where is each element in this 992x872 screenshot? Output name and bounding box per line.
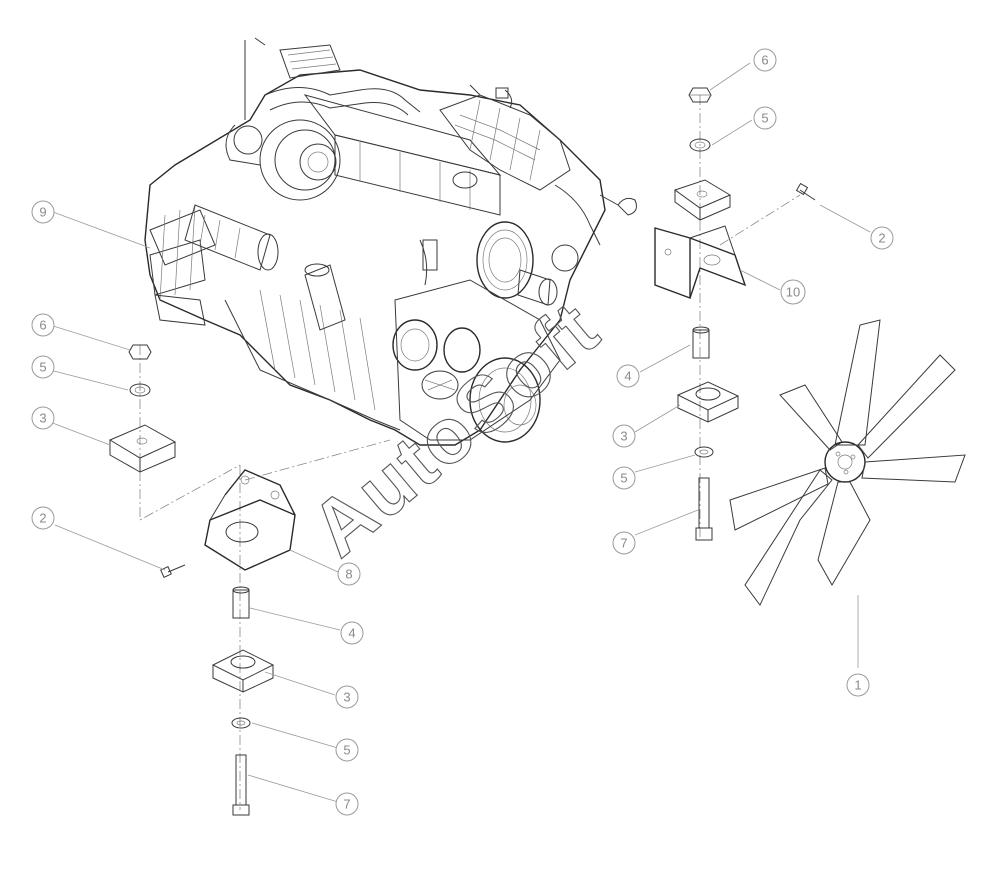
callout-2-right: 2 — [870, 226, 894, 250]
callout-5-left-lower: 5 — [335, 738, 359, 762]
svg-text:4: 4 — [348, 626, 355, 641]
washer-5-right-bottom — [694, 446, 714, 458]
fan-blade-2 — [857, 354, 956, 459]
svg-text:6: 6 — [39, 318, 46, 333]
rubber-pad-3-right-lower — [676, 381, 740, 411]
spacer-4-right — [692, 329, 710, 359]
callout-4-right: 4 — [616, 364, 640, 388]
bracket-10 — [654, 227, 691, 300]
washer-5-left-top — [129, 383, 151, 397]
right-mount-parts — [654, 87, 816, 541]
bolt-7-right — [698, 477, 710, 529]
svg-text:7: 7 — [343, 797, 350, 812]
svg-text:8: 8 — [345, 567, 352, 582]
bolt-7-left — [235, 754, 247, 806]
svg-text:1: 1 — [854, 678, 861, 693]
callout-3-left-lower: 3 — [335, 685, 359, 709]
callout-7-left: 7 — [335, 792, 359, 816]
svg-text:3: 3 — [343, 690, 350, 705]
bolt-2-left — [167, 564, 186, 573]
engine-assembly — [144, 37, 637, 446]
leader-lines — [49, 62, 871, 803]
left-mount-parts — [108, 344, 391, 816]
callout-8: 8 — [337, 562, 361, 586]
svg-text:5: 5 — [39, 360, 46, 375]
callout-10: 10 — [780, 279, 806, 305]
fan-blade-7 — [779, 384, 843, 451]
svg-text:3: 3 — [620, 429, 627, 444]
callout-5-left-upper: 5 — [31, 355, 55, 379]
svg-text:5: 5 — [620, 471, 627, 486]
callout-1: 1 — [846, 673, 870, 697]
fan-blade-5 — [744, 469, 833, 606]
callout-6-right: 6 — [753, 48, 777, 72]
svg-text:5: 5 — [343, 743, 350, 758]
washer-5-left-bottom — [231, 717, 251, 729]
fan-blade-6 — [729, 467, 829, 531]
callout-6-left: 6 — [31, 313, 55, 337]
fan-blade-4 — [817, 481, 871, 587]
fan-blade-1 — [834, 319, 881, 446]
callout-5-right-lower: 5 — [612, 466, 636, 490]
spacer-4-left — [232, 589, 250, 619]
callout-5-right-upper: 5 — [753, 106, 777, 130]
callout-9: 9 — [31, 200, 55, 224]
rubber-pad-3-right-upper — [673, 179, 732, 209]
svg-text:2: 2 — [39, 511, 46, 526]
cooling-fan — [729, 319, 966, 606]
callout-3-right: 3 — [612, 424, 636, 448]
bracket-8 — [204, 499, 296, 571]
svg-text:2: 2 — [878, 231, 885, 246]
rubber-pad-3-left-upper — [108, 424, 177, 459]
callout-2-left: 2 — [31, 506, 55, 530]
svg-text:10: 10 — [786, 285, 800, 300]
fan-blade-3 — [861, 454, 966, 483]
washer-5-right-top — [689, 138, 711, 152]
callout-7-right: 7 — [612, 531, 636, 555]
nut-6-left — [128, 344, 152, 360]
svg-text:3: 3 — [39, 411, 46, 426]
svg-text:6: 6 — [761, 53, 768, 68]
svg-text:7: 7 — [620, 536, 627, 551]
rubber-pad-3-left-lower — [211, 649, 275, 681]
svg-text:5: 5 — [761, 111, 768, 126]
callout-4-left: 4 — [340, 621, 364, 645]
callout-3-left-upper: 3 — [31, 406, 55, 430]
bolt-2-right — [799, 189, 816, 201]
svg-text:9: 9 — [39, 205, 46, 220]
svg-text:4: 4 — [624, 369, 631, 384]
